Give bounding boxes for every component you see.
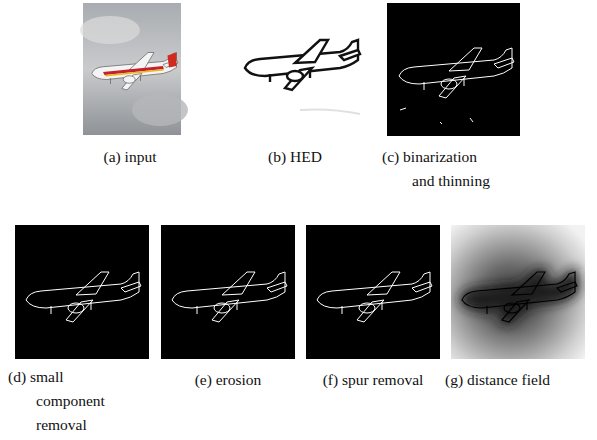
eroded-edges: [161, 225, 295, 359]
caption: (c) binarization and thinning: [382, 145, 500, 193]
thinned-edges: [387, 3, 520, 136]
caption: (b) HED: [245, 145, 345, 169]
caption: (d) small component removal: [8, 365, 118, 437]
input-photo: [80, 3, 188, 135]
caption: (f) spur removal: [300, 368, 446, 392]
spur-removed: [306, 225, 440, 359]
component-removed: [15, 225, 149, 359]
hed-edge-map: [238, 25, 363, 117]
distance-field: [451, 225, 585, 359]
caption: (g) distance field: [445, 368, 593, 392]
caption: (e) erosion: [178, 368, 278, 392]
caption: (a) input: [80, 145, 180, 169]
